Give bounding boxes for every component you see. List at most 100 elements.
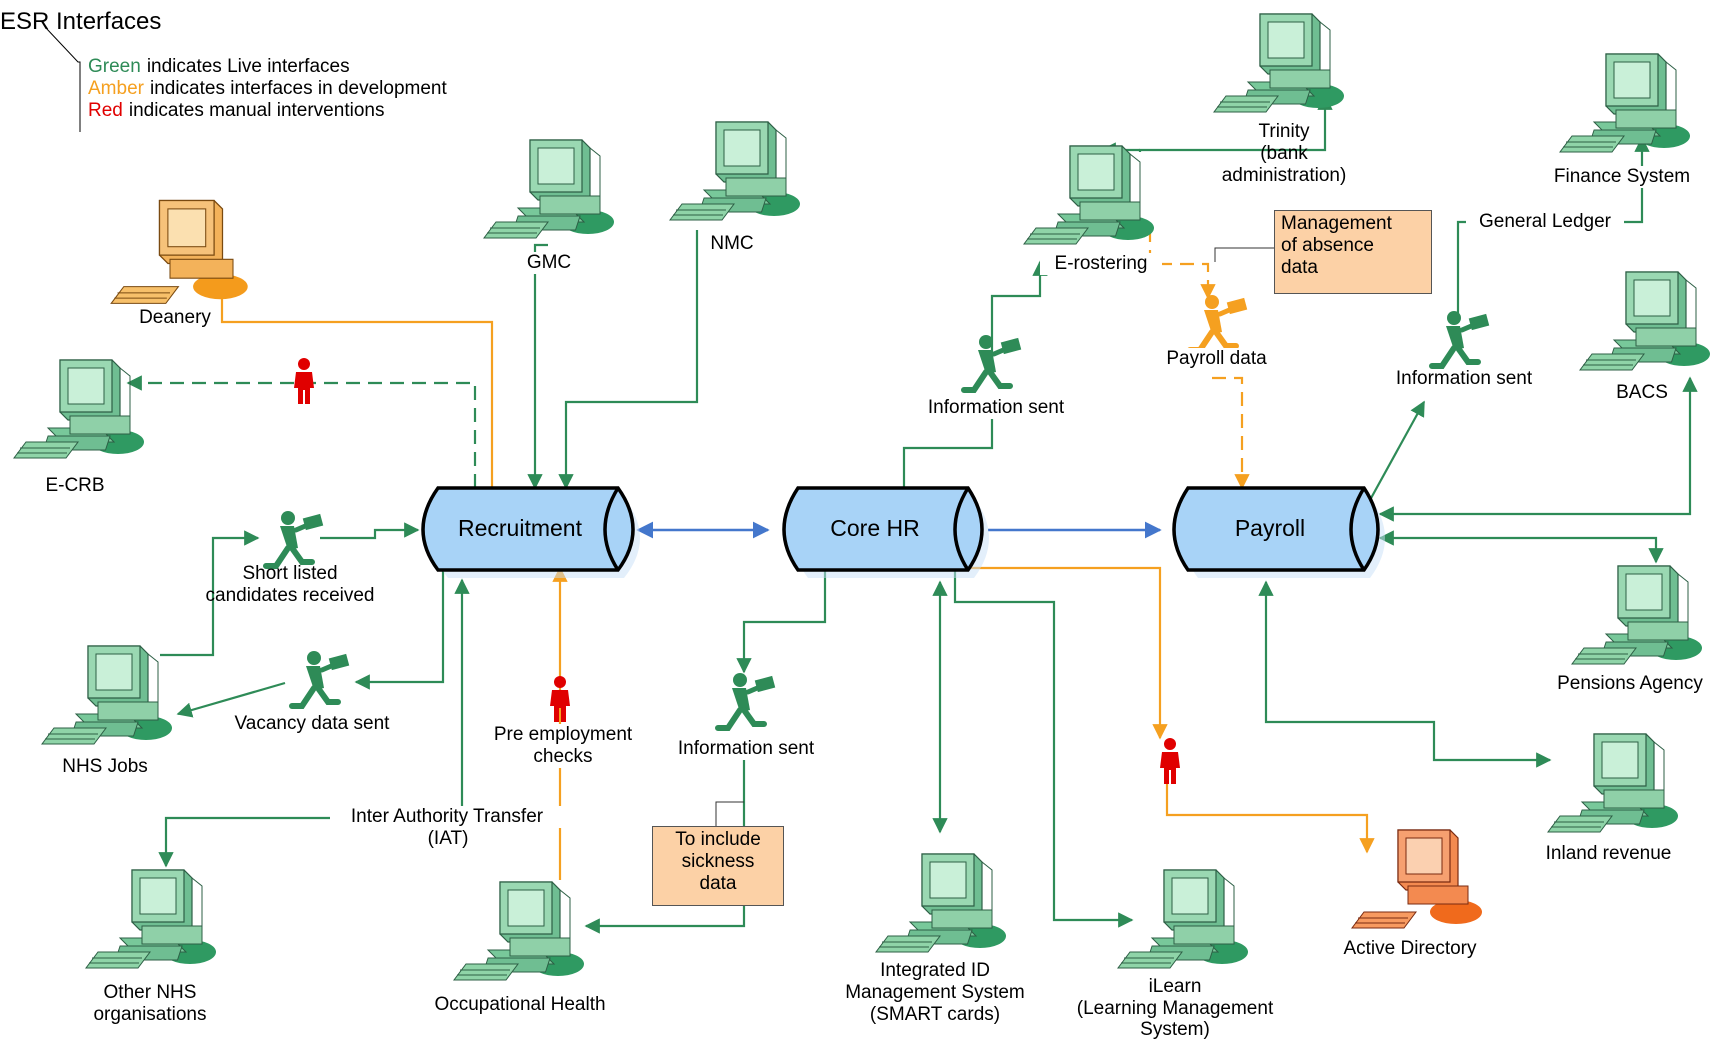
pensions-agency-computer-icon: [1571, 565, 1703, 665]
iat-label-2: (IAT): [416, 828, 480, 850]
sickness-note-line-1: To include: [675, 829, 761, 850]
integrated-id-computer-icon: [875, 853, 1007, 953]
other-nhs-computer-icon: [85, 869, 217, 969]
erostering-computer-icon: [1023, 145, 1155, 245]
flow-ilearn: [953, 568, 1134, 928]
flow-pensions: [1378, 530, 1664, 564]
trinity-computer-icon: [1213, 13, 1345, 113]
deanery-computer-icon: [110, 199, 249, 305]
integrated-id-label-3: (SMART cards): [869, 1004, 1001, 1025]
pre-employment-label-2: checks: [525, 746, 601, 768]
ecrb-manual-person-icon: [294, 358, 314, 404]
flow-occupational: [736, 568, 827, 674]
nmc-computer-icon: [669, 121, 801, 221]
general-ledger-label: General Ledger: [1466, 211, 1624, 233]
flow-nmc: [558, 230, 699, 490]
flow-general-ledger: [1369, 400, 1425, 501]
nmc-label: NMC: [700, 233, 764, 255]
other-nhs-label-1: Other NHS: [103, 982, 197, 1003]
legend-green-text: indicates Live interfaces: [146, 56, 350, 77]
nhs-jobs-computer-icon: [41, 645, 173, 745]
other-nhs-label-2: organisations: [93, 1004, 207, 1025]
flow-erostering: [902, 408, 994, 490]
info-sent-gl-label: Information sent: [1395, 368, 1533, 389]
recruitment-hub: [421, 486, 640, 578]
finance-system-computer-icon: [1559, 53, 1691, 153]
trinity-label-3: administration): [1221, 165, 1347, 186]
flow-bacs: [1378, 376, 1698, 522]
recruitment-label: Recruitment: [458, 515, 582, 541]
ecrb-computer-icon: [13, 359, 145, 459]
legend-bracket: [45, 27, 81, 132]
flow-vacancy: [354, 568, 445, 690]
bacs-computer-icon: [1579, 271, 1711, 371]
sickness-note-line-2: sickness: [681, 851, 755, 872]
core-hr-hub: [782, 486, 989, 578]
payroll-label: Payroll: [1234, 515, 1306, 541]
sickness-data-note: To include sickness data: [652, 826, 784, 906]
active-directory-manual-person-icon: [1160, 738, 1180, 784]
active-directory-label: Active Directory: [1343, 938, 1477, 959]
info-sent-gl-runner-icon: [1432, 311, 1489, 366]
nhs-jobs-label: NHS Jobs: [62, 756, 148, 777]
ecrb-label: E-CRB: [45, 475, 105, 496]
active-directory-computer-icon: [1351, 829, 1483, 929]
integrated-id-label-2: Management System: [845, 982, 1025, 1003]
short-listed-label-2: candidates received: [205, 585, 375, 606]
absence-note-line-3: data: [1281, 257, 1318, 278]
payroll-data-runner-icon: [1190, 295, 1247, 350]
info-sent-erostering-label: Information sent: [914, 397, 1078, 419]
bacs-label: BACS: [1616, 382, 1668, 403]
legend-green-word: Green: [88, 56, 141, 77]
occupational-health-label: Occupational Health: [434, 994, 606, 1015]
flow-short-listed: [160, 530, 260, 657]
flow-gmc: [527, 243, 548, 490]
gmc-label: GMC: [515, 252, 583, 274]
inland-revenue-computer-icon: [1547, 733, 1679, 833]
flow-ecrb: [126, 375, 477, 488]
absence-data-note: Management of absence data: [1274, 210, 1432, 294]
erostering-label: E-rostering: [1040, 253, 1162, 275]
legend-red-text: indicates manual interventions: [128, 100, 385, 121]
ilearn-label-2: (Learning Management: [1076, 998, 1274, 1019]
info-sent-core-runner-icon: [718, 673, 775, 728]
inland-revenue-label: Inland revenue: [1545, 843, 1672, 864]
deanery-label: Deanery: [139, 307, 211, 328]
pre-employment-label-1: Pre employment: [475, 724, 651, 746]
ilearn-label-1: iLearn: [1148, 976, 1202, 997]
gmc-computer-icon: [483, 139, 615, 239]
flow-payroll-data: [1148, 228, 1216, 300]
vacancy-runner-icon: [292, 651, 349, 706]
trinity-label-1: Trinity: [1258, 121, 1310, 142]
short-listed-runner-icon: [266, 511, 323, 566]
trinity-label-2: (bank: [1260, 143, 1308, 164]
vacancy-data-label: Vacancy data sent: [234, 713, 390, 734]
finance-system-label: Finance System: [1540, 166, 1704, 188]
flow-active-directory: [968, 566, 1168, 740]
legend-amber-text: indicates interfaces in development: [149, 78, 447, 99]
sickness-note-line-3: data: [699, 873, 737, 894]
legend-amber-word: Amber: [88, 78, 144, 99]
absence-note-line-1: Management: [1281, 213, 1392, 234]
flow-deanery: [214, 282, 494, 488]
info-sent-erostering-runner-icon: [964, 335, 1021, 390]
integrated-id-label-1: Integrated ID: [880, 960, 990, 981]
absence-note-line-2: of absence: [1281, 235, 1374, 256]
ilearn-computer-icon: [1117, 869, 1249, 969]
pensions-agency-label: Pensions Agency: [1557, 673, 1703, 694]
payroll-data-label: Payroll data: [1152, 348, 1281, 370]
core-hr-label: Core HR: [830, 515, 920, 541]
flow-inland-revenue: [1258, 580, 1552, 768]
legend-red-word: Red: [88, 100, 123, 121]
short-listed-label-1: Short listed: [242, 563, 338, 584]
iat-label-1: Inter Authority Transfer: [330, 806, 564, 828]
occupational-health-computer-icon: [453, 881, 585, 981]
legend-title: ESR Interfaces: [0, 8, 162, 35]
info-sent-core-label: Information sent: [664, 738, 828, 760]
ilearn-label-3: System): [1140, 1019, 1210, 1040]
payroll-hub: [1172, 486, 1385, 578]
